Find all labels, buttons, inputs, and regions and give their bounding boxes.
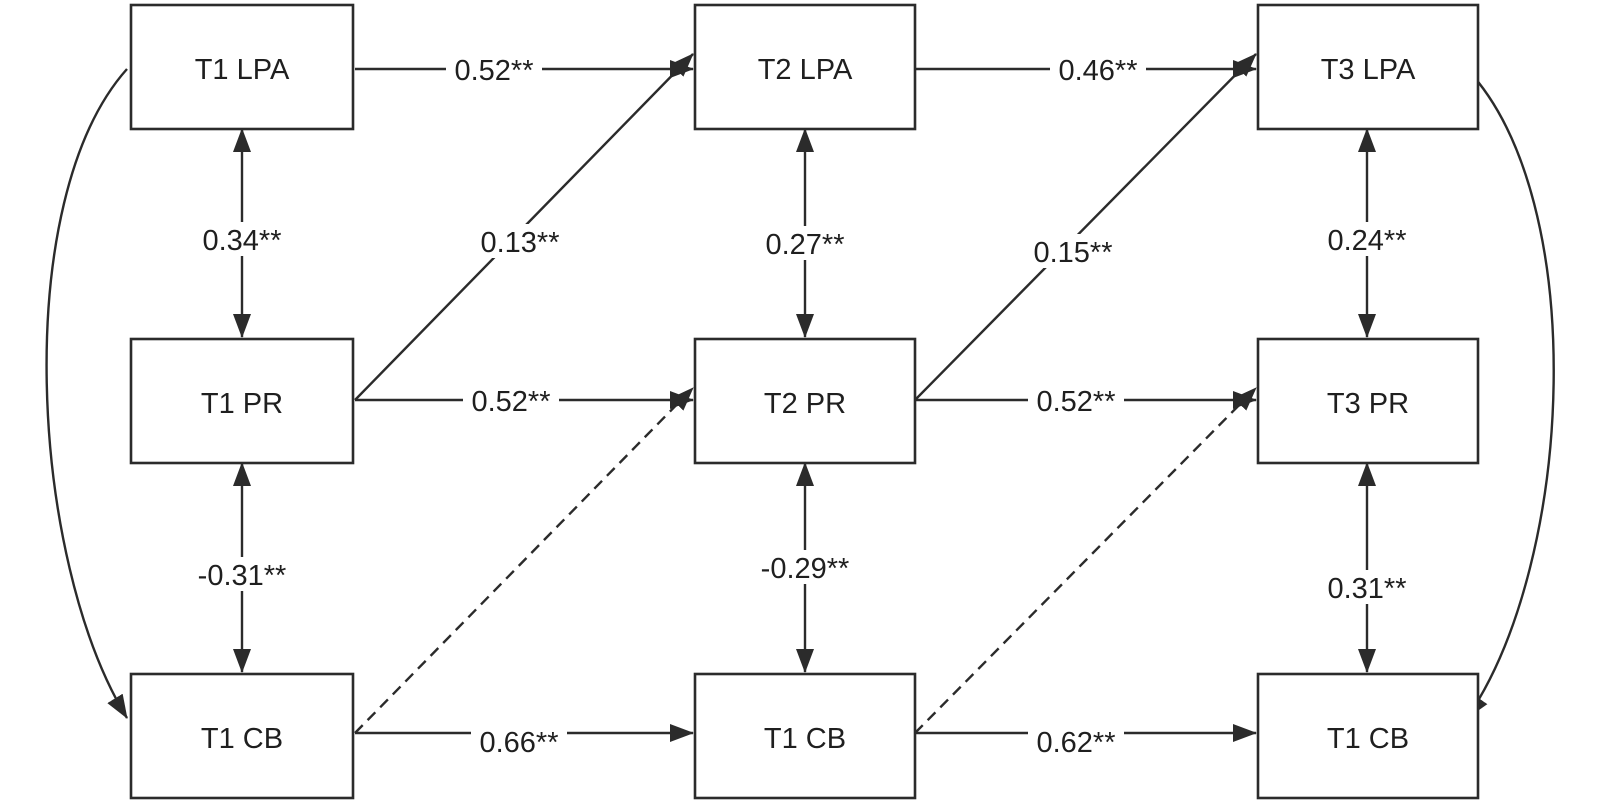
node-t2-cb: T1 CB	[693, 672, 917, 800]
node-t3-pr: T3 PR	[1256, 337, 1480, 465]
label-corr-t3-pr-cb: 0.31**	[1327, 573, 1406, 605]
node-t1-cb: T1 CB	[129, 672, 355, 800]
label-t1-pr-to-t2-pr: 0.52**	[471, 386, 550, 418]
node-label-t3-pr: T3 PR	[1327, 388, 1409, 420]
label-corr-t1-pr-cb: -0.31**	[198, 560, 287, 592]
label-corr-t1-lpa-pr: 0.34**	[202, 225, 281, 257]
path-t1-cb-to-t2-pr	[354, 387, 694, 734]
label-t1-pr-to-t2-lpa: 0.13**	[480, 227, 559, 259]
path-t2-cb-to-t3-pr	[914, 387, 1257, 734]
curve-t1-lpa-to-t1-cb	[45, 68, 129, 719]
node-t2-lpa: T2 LPA	[693, 3, 917, 131]
label-t1-cb-to-t2-cb: 0.66**	[479, 727, 558, 759]
node-label-t2-pr: T2 PR	[764, 388, 846, 420]
path-t2-pr-to-t3-lpa	[914, 53, 1257, 401]
edge-labels: 0.52** 0.46** 0.52** 0.52** 0.66** 0.62*…	[190, 52, 1413, 759]
label-t2-lpa-to-t3-lpa: 0.46**	[1058, 55, 1137, 87]
node-label-t3-lpa: T3 LPA	[1321, 54, 1416, 86]
node-label-t1-cb: T1 CB	[201, 723, 283, 755]
node-t2-pr: T2 PR	[693, 337, 917, 465]
label-t2-pr-to-t3-pr: 0.52**	[1036, 386, 1115, 418]
curve-t3-lpa-to-t3-cb	[1466, 68, 1555, 719]
node-t1-pr: T1 PR	[129, 337, 355, 465]
node-t3-cb: T1 CB	[1256, 672, 1480, 800]
label-corr-t2-pr-cb: -0.29**	[761, 553, 850, 585]
node-label-t3-cb: T1 CB	[1327, 723, 1409, 755]
label-t2-pr-to-t3-lpa: 0.15**	[1033, 237, 1112, 269]
node-label-t2-lpa: T2 LPA	[758, 54, 853, 86]
node-label-t2-cb: T1 CB	[764, 723, 846, 755]
label-corr-t2-lpa-pr: 0.27**	[765, 229, 844, 261]
node-t3-lpa: T3 LPA	[1256, 3, 1480, 131]
node-t1-lpa: T1 LPA	[129, 3, 355, 131]
label-t1-lpa-to-t2-lpa: 0.52**	[454, 55, 533, 87]
node-label-t1-lpa: T1 LPA	[195, 54, 290, 86]
label-corr-t3-lpa-pr: 0.24**	[1327, 225, 1406, 257]
node-label-t1-pr: T1 PR	[201, 388, 283, 420]
label-t2-cb-to-t3-cb: 0.62**	[1036, 727, 1115, 759]
